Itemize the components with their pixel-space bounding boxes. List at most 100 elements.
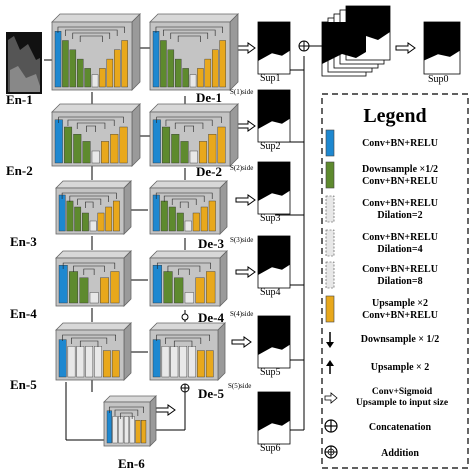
layer-bar bbox=[58, 339, 67, 378]
input-image bbox=[6, 32, 42, 94]
layer-bar bbox=[85, 346, 94, 378]
layer-bar bbox=[110, 271, 120, 304]
legend-item-text: Conv+BN+RELU bbox=[362, 176, 438, 187]
side-output-label: S(3)side bbox=[230, 236, 253, 244]
decoder-label: De-1 bbox=[196, 90, 222, 105]
output-arrows bbox=[155, 42, 416, 416]
layer-bar bbox=[206, 271, 216, 304]
layer-bar bbox=[62, 40, 69, 88]
decoder-block-5 bbox=[149, 322, 226, 381]
encoder-block-3 bbox=[55, 180, 132, 235]
layer-bar bbox=[174, 58, 182, 88]
legend-op-addition: Addition bbox=[324, 445, 419, 459]
legend-op-down-arrow: Downsample × 1/2 bbox=[326, 332, 439, 348]
fused-output-map: Sup0 bbox=[423, 21, 461, 85]
layer-bar bbox=[101, 141, 110, 164]
layer-bar bbox=[76, 346, 85, 378]
layer-bar bbox=[91, 74, 99, 88]
layer-bar bbox=[54, 31, 62, 88]
layer-bar bbox=[100, 277, 110, 304]
encoder-block-4 bbox=[55, 250, 132, 307]
legend-op-text: Downsample × 1/2 bbox=[361, 334, 439, 345]
legend-item-text: Conv+BN+RELU bbox=[362, 310, 438, 321]
sup-map: Sup2 bbox=[257, 89, 291, 152]
layer-bar bbox=[189, 150, 198, 164]
layer-bar bbox=[135, 420, 141, 444]
sup-map: Sup1 bbox=[257, 21, 291, 84]
decoder-block-4 bbox=[149, 250, 228, 307]
layer-bar bbox=[184, 220, 192, 232]
layer-bar bbox=[97, 212, 105, 232]
encoder-label: En-5 bbox=[10, 377, 37, 392]
sup-label: Sup5 bbox=[260, 367, 281, 378]
legend-op-text: Upsample × 2 bbox=[371, 362, 429, 373]
legend-item-text: Dilation=4 bbox=[377, 244, 422, 255]
layer-bar bbox=[82, 212, 89, 232]
layer-bar bbox=[67, 346, 76, 378]
layer-bar bbox=[204, 58, 212, 88]
legend-op-text: Addition bbox=[381, 448, 419, 459]
side-output-label: S(4)side bbox=[230, 310, 253, 318]
layer-bar bbox=[200, 206, 208, 232]
layer-bar bbox=[179, 346, 188, 378]
layer-bar bbox=[211, 49, 219, 88]
sup-map: Sup5 bbox=[257, 315, 291, 378]
layer-bar bbox=[99, 68, 106, 88]
legend-swatch bbox=[325, 129, 335, 157]
layer-bar bbox=[66, 200, 74, 232]
layer-bar bbox=[208, 133, 217, 164]
addition-nodes bbox=[180, 40, 310, 393]
legend-item-text: Dilation=2 bbox=[377, 210, 422, 221]
layer-bar bbox=[110, 133, 119, 164]
layer-bar bbox=[119, 126, 128, 164]
fused-stack bbox=[321, 5, 391, 77]
layer-bar bbox=[160, 200, 168, 232]
sup-map: Sup6 bbox=[257, 391, 291, 454]
layer-bar bbox=[69, 49, 77, 88]
layer-bar bbox=[188, 346, 196, 378]
encoder-label: En-3 bbox=[10, 234, 37, 249]
sup-label: Sup3 bbox=[260, 213, 281, 224]
layer-bar bbox=[208, 200, 216, 232]
legend-swatch bbox=[325, 229, 335, 257]
layer-bar bbox=[141, 420, 147, 444]
encoder-label: En-2 bbox=[6, 163, 33, 178]
layer-bar bbox=[111, 350, 120, 378]
legend-item-text: Conv+BN+RELU bbox=[362, 264, 438, 275]
layer-bar bbox=[106, 410, 112, 444]
layer-bar bbox=[91, 150, 100, 164]
layer-bar bbox=[82, 141, 91, 164]
layer-bar bbox=[106, 58, 114, 88]
sup-map: Sup3 bbox=[257, 161, 291, 224]
layer-bar bbox=[184, 292, 194, 304]
layer-bar bbox=[176, 212, 184, 232]
legend-title: Legend bbox=[363, 105, 426, 127]
legend-op-text: Upsample to input size bbox=[356, 398, 448, 408]
decoder-block-2 bbox=[149, 103, 239, 167]
layer-bar bbox=[152, 31, 160, 88]
layer-bar bbox=[205, 350, 214, 378]
layer-bar bbox=[197, 350, 205, 378]
decoder-block-1 bbox=[149, 13, 239, 91]
layer-bar bbox=[168, 206, 176, 232]
legend-item-text: Dilation=8 bbox=[377, 276, 422, 287]
legend-item: Conv+BN+RELU bbox=[325, 129, 438, 157]
layer-bar bbox=[79, 277, 89, 304]
layer-bar bbox=[217, 126, 226, 164]
layer-bar bbox=[112, 416, 118, 444]
layer-bar bbox=[182, 68, 189, 88]
layer-bar bbox=[58, 194, 66, 232]
layer-bar bbox=[94, 346, 102, 378]
layer-bar bbox=[123, 416, 130, 444]
layer-bar bbox=[152, 194, 160, 232]
decoder-label: De-4 bbox=[198, 310, 224, 325]
layer-bar bbox=[105, 206, 113, 232]
layer-bar bbox=[219, 40, 226, 88]
legend-item-text: Upsample ×2 bbox=[372, 298, 428, 309]
layer-bar bbox=[84, 68, 91, 88]
